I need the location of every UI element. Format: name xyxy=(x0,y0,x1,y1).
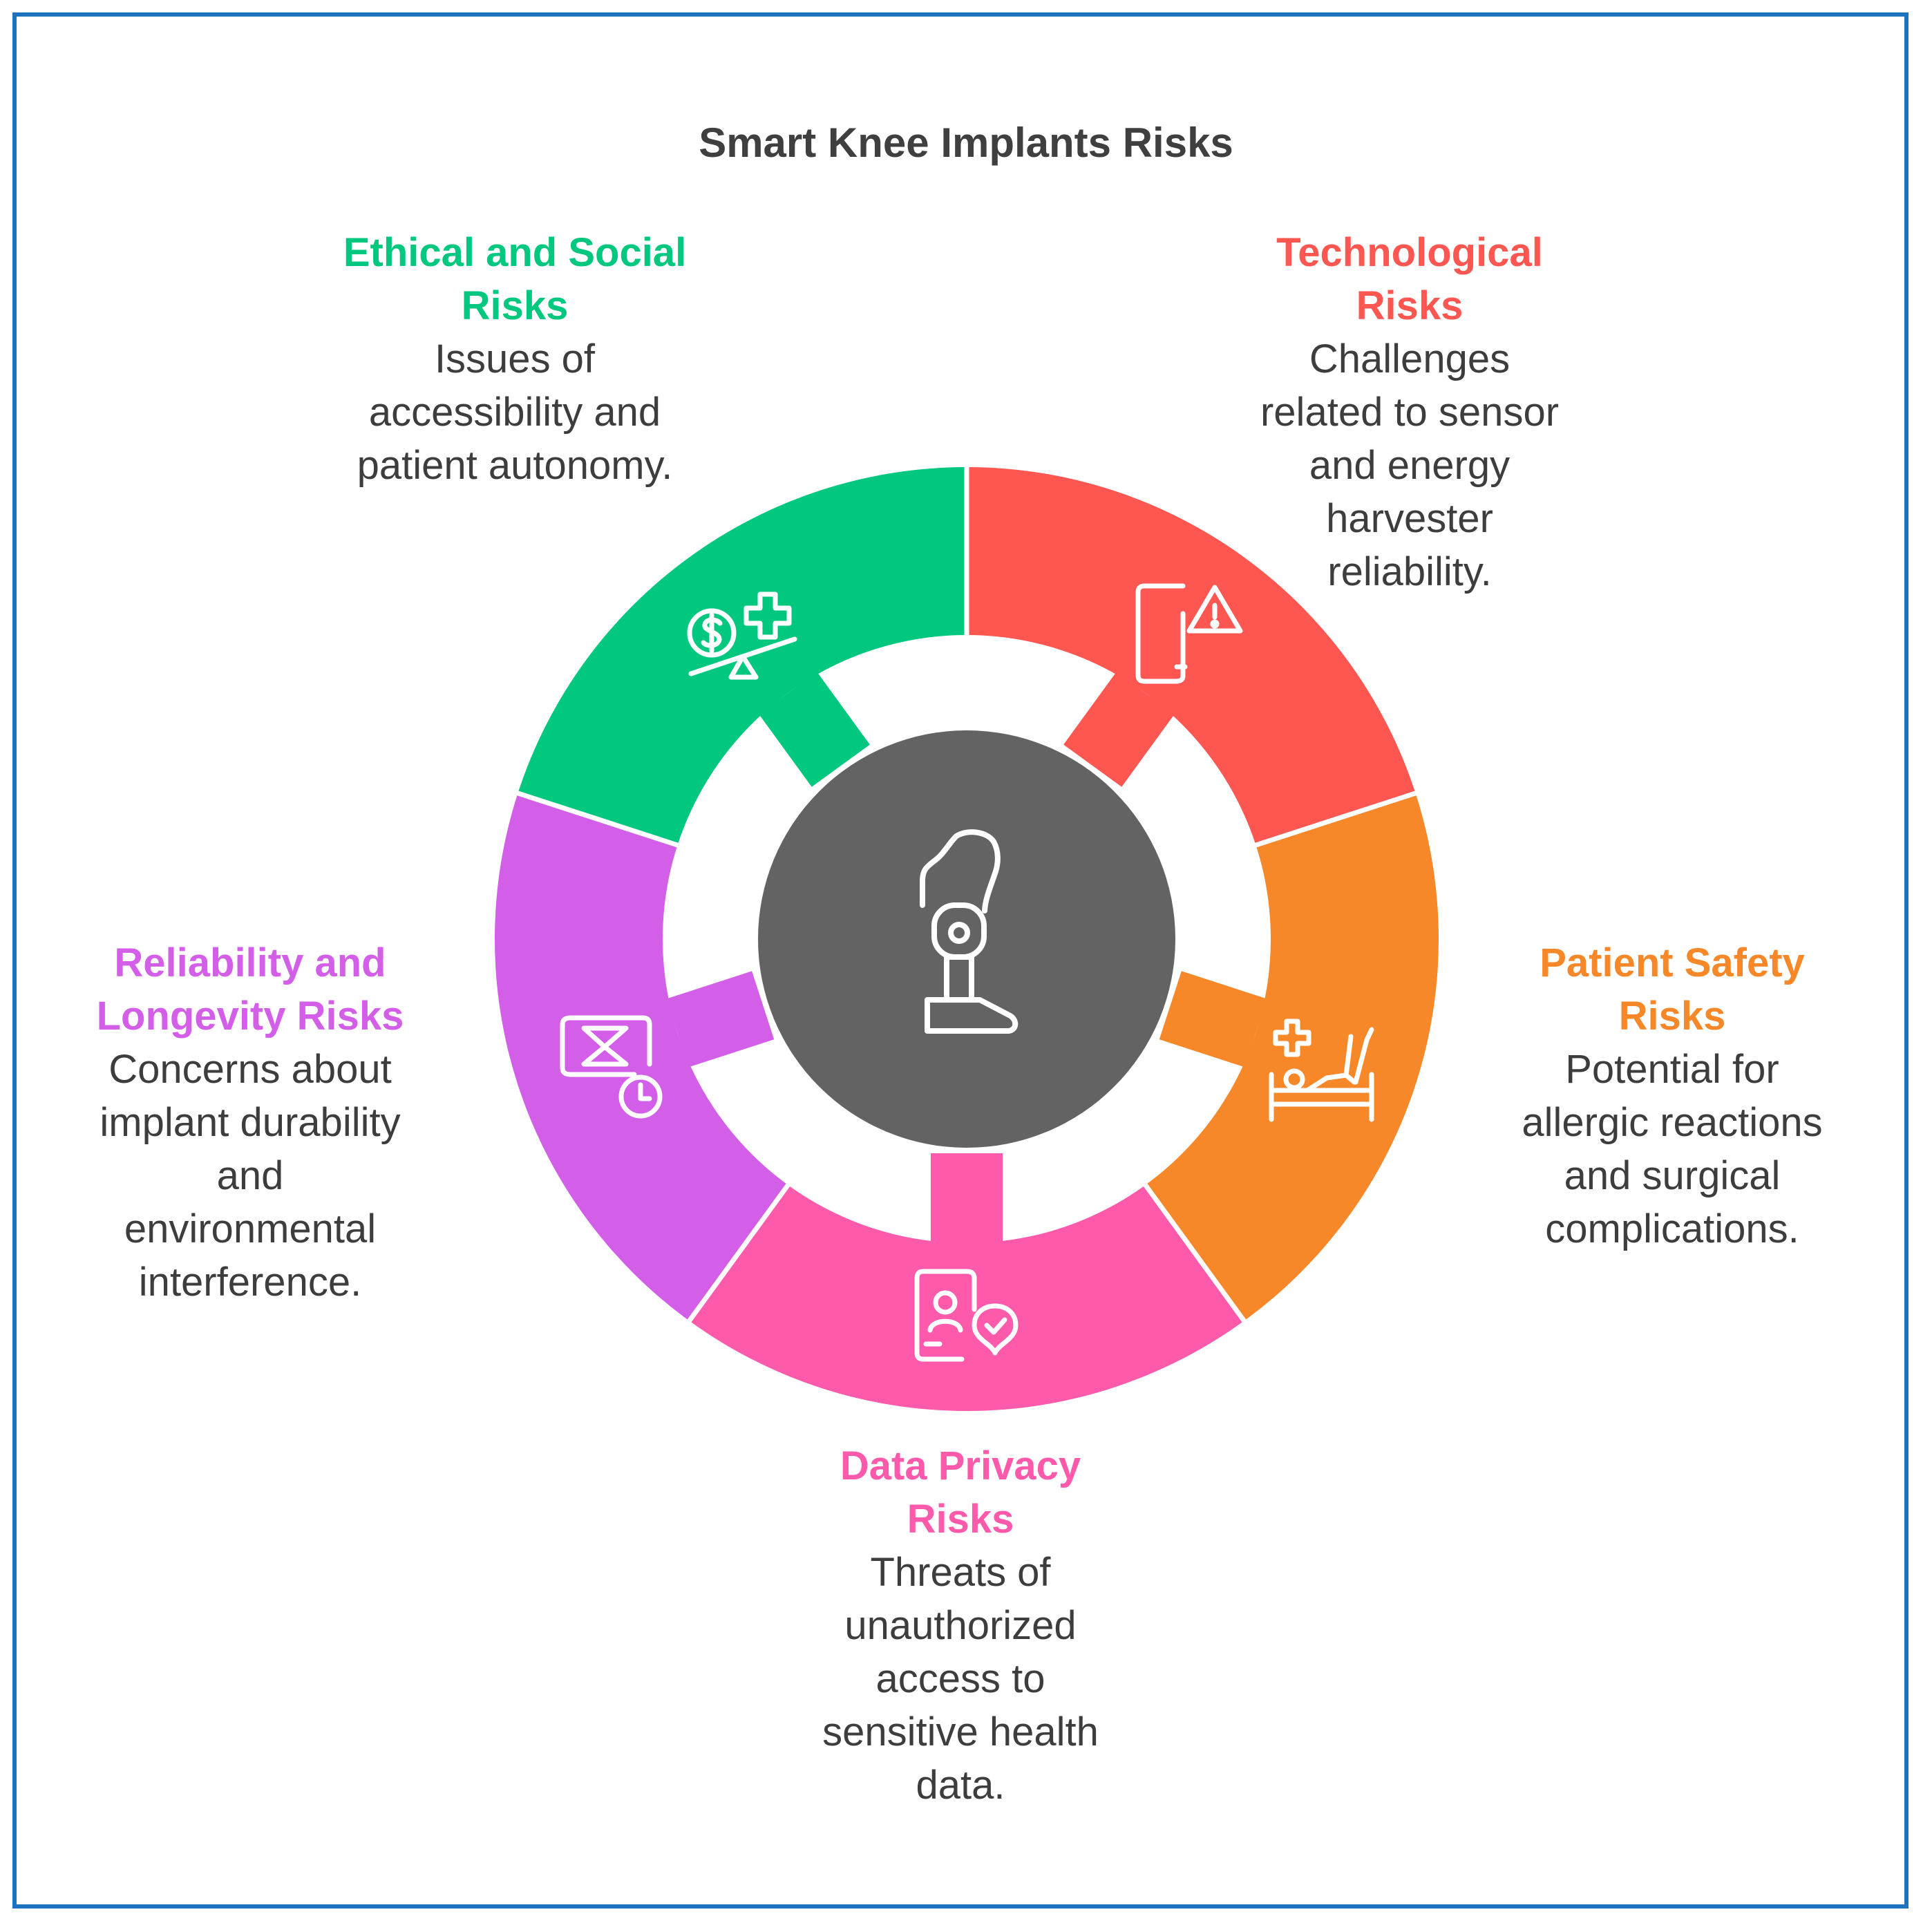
patient-safety-risk-block: Patient Safety Risks Potential for aller… xyxy=(1458,936,1886,1256)
id-card-outline xyxy=(914,1269,977,1362)
heading-line: Risks xyxy=(907,1497,1014,1542)
segment-connectors xyxy=(666,672,1267,1243)
patient-safety-risk-heading: Patient Safety Risks xyxy=(1458,936,1886,1043)
heading-line: Technological xyxy=(1276,230,1543,275)
ethical-risk-heading: Ethical and Social Risks xyxy=(311,226,719,332)
description-line: Issues of xyxy=(434,337,596,381)
frame-outline xyxy=(560,1015,652,1077)
description-line: Potential for xyxy=(1565,1047,1779,1092)
data-privacy-risk-description: Threats of unauthorized access to sensit… xyxy=(746,1546,1175,1812)
connector-technological xyxy=(1063,672,1175,787)
warning-dot xyxy=(1210,619,1220,629)
description-line: and xyxy=(216,1153,284,1198)
reliability-risk-block: Reliability and Longevity Risks Concerns… xyxy=(43,936,457,1309)
tablet-outline xyxy=(1135,583,1186,684)
scale-fulcrum xyxy=(728,654,759,680)
hourglass-shape xyxy=(581,1025,629,1067)
data-privacy-risk-heading: Data Privacy Risks xyxy=(746,1439,1175,1546)
description-line: related to sensor xyxy=(1260,390,1560,435)
reliability-risk-heading: Reliability and Longevity Risks xyxy=(43,936,457,1043)
leg-thigh xyxy=(920,829,1001,913)
description-line: Threats of xyxy=(870,1550,1051,1595)
reliability-risk-description: Concerns about implant durability and en… xyxy=(43,1043,457,1309)
clock-hands xyxy=(638,1082,652,1101)
medical-cross xyxy=(1273,1019,1311,1057)
clock-face xyxy=(618,1074,663,1119)
traction-leg xyxy=(1343,1027,1374,1085)
scale-money-health-icon xyxy=(687,591,797,680)
technological-risk-block: Technological Risks Challenges related t… xyxy=(1202,226,1617,598)
data-privacy-risk-block: Data Privacy Risks Threats of unauthoriz… xyxy=(746,1439,1175,1812)
shield-check xyxy=(972,1303,1019,1356)
heading-line: Risks xyxy=(1618,994,1726,1039)
connector-ethical xyxy=(759,672,870,787)
id-person-body xyxy=(927,1318,963,1333)
leg-foot xyxy=(925,997,1019,1034)
description-line: accessibility and xyxy=(368,390,661,435)
connector-data-privacy xyxy=(931,1153,1003,1243)
description-line: and energy xyxy=(1309,443,1510,488)
figure-border xyxy=(12,12,1909,1909)
description-line: Concerns about xyxy=(108,1047,392,1092)
health-cross xyxy=(744,591,792,640)
heading-line: Risks xyxy=(1356,283,1464,328)
id-person-head xyxy=(933,1290,958,1315)
technological-risk-description: Challenges related to sensor and energy … xyxy=(1202,332,1617,598)
heading-line: Ethical and Social xyxy=(343,230,687,275)
technological-risk-heading: Technological Risks xyxy=(1202,226,1617,332)
description-line: Challenges xyxy=(1309,337,1510,381)
heading-line: Patient Safety xyxy=(1540,940,1805,985)
description-line: and surgical xyxy=(1564,1153,1781,1198)
id-card-shield-icon xyxy=(914,1269,1019,1362)
description-line: environmental xyxy=(124,1206,377,1251)
tablet-warning-icon xyxy=(1135,583,1243,684)
ethical-risk-description: Issues of accessibility and patient auto… xyxy=(311,332,719,492)
leg-knee-pivot xyxy=(948,922,970,944)
patient-bed-icon xyxy=(1269,1019,1374,1122)
description-line: sensitive health xyxy=(822,1710,1099,1754)
description-line: interference. xyxy=(138,1260,362,1305)
page-title: Smart Knee Implants Risks xyxy=(699,120,1233,166)
coin-circle xyxy=(687,608,737,658)
connector-patient-safety xyxy=(1159,971,1267,1068)
prosthetic-leg-icon xyxy=(920,829,1019,1034)
description-line: data. xyxy=(916,1763,1005,1808)
ethical-risk-block: Ethical and Social Risks Issues of acces… xyxy=(311,226,719,492)
heading-line: Reliability and xyxy=(114,940,386,985)
dollar-sign xyxy=(701,612,723,654)
connector-reliability xyxy=(666,971,775,1068)
patient-body xyxy=(1305,1072,1357,1093)
description-line: implant durability xyxy=(100,1100,401,1145)
heading-line: Data Privacy xyxy=(840,1443,1081,1488)
description-line: access to xyxy=(875,1656,1045,1701)
warning-triangle xyxy=(1186,585,1243,634)
description-line: harvester xyxy=(1326,496,1493,541)
description-line: complications. xyxy=(1545,1206,1799,1251)
heading-line: Risks xyxy=(461,283,569,328)
heading-line: Longevity Risks xyxy=(96,994,404,1039)
description-line: patient autonomy. xyxy=(357,443,673,488)
description-line: allergic reactions xyxy=(1522,1100,1823,1145)
hourglass-clock-icon xyxy=(560,1015,663,1119)
description-line: unauthorized xyxy=(844,1603,1077,1648)
description-line: reliability. xyxy=(1327,549,1492,594)
patient-safety-risk-description: Potential for allergic reactions and sur… xyxy=(1458,1043,1886,1256)
patient-head xyxy=(1283,1068,1305,1090)
